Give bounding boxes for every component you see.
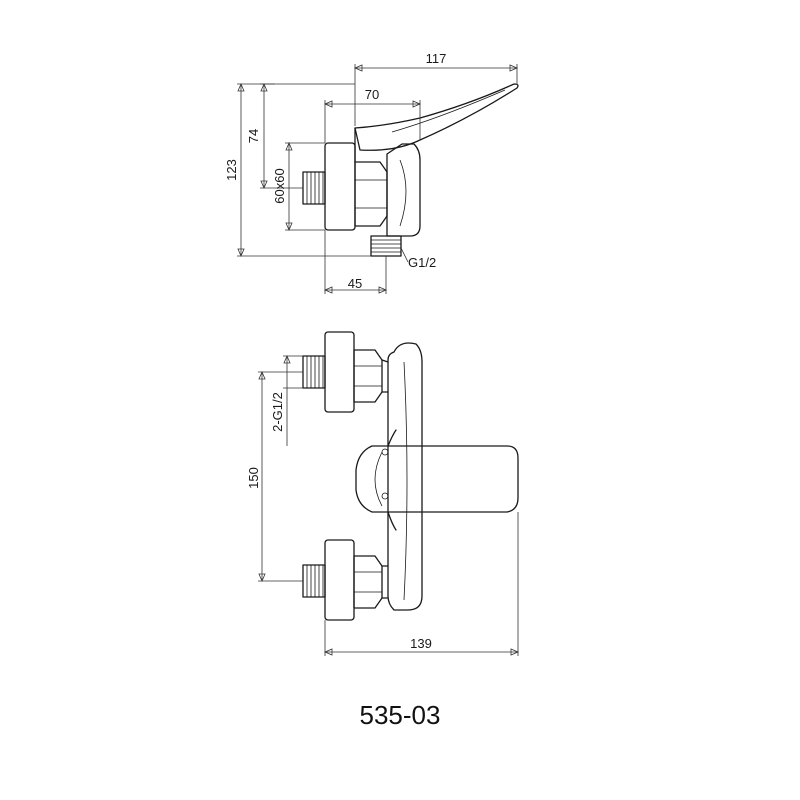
- svg-text:60x60: 60x60: [272, 168, 287, 203]
- outlet-pipe: [370, 235, 402, 257]
- inlet-pipe: [302, 171, 326, 205]
- dim-front-width: 139: [323, 512, 520, 656]
- svg-text:70: 70: [365, 87, 379, 102]
- dim-outlet-thread: G1/2: [400, 247, 436, 270]
- bottom-hex-nut: [353, 555, 383, 609]
- side-view: 117 70 123 74 60x60 G1/2: [224, 51, 519, 294]
- svg-text:150: 150: [246, 467, 261, 489]
- bottom-inlet-pipe: [302, 564, 326, 598]
- lever-handle-front: [355, 445, 519, 513]
- svg-text:45: 45: [348, 276, 362, 291]
- dim-total-width: 117: [353, 51, 519, 126]
- valve-body: [386, 143, 421, 237]
- top-hex-nut: [353, 349, 383, 403]
- bottom-flange: [324, 539, 355, 621]
- top-inlet-pipe: [302, 355, 326, 389]
- dim-body-width: 70: [323, 87, 422, 143]
- svg-text:G1/2: G1/2: [408, 255, 436, 270]
- dim-inlet-thread: 2-G1/2: [270, 354, 303, 446]
- dim-inlet-spacing: 150: [246, 370, 303, 583]
- svg-text:74: 74: [246, 129, 261, 143]
- top-flange: [324, 331, 355, 413]
- svg-text:117: 117: [426, 51, 447, 66]
- mixer-body: [387, 342, 423, 611]
- wall-flange: [324, 142, 356, 231]
- model-number: 535-03: [359, 700, 441, 730]
- hex-nut: [354, 161, 388, 227]
- svg-text:2-G1/2: 2-G1/2: [270, 392, 285, 432]
- svg-text:123: 123: [224, 159, 239, 181]
- front-view: 2-G1/2 150 139: [246, 331, 520, 656]
- dim-depth: 45: [323, 230, 388, 294]
- lever-handle: [354, 83, 519, 151]
- svg-text:139: 139: [410, 636, 432, 651]
- dim-flange: 60x60: [272, 141, 325, 232]
- dim-total-height: 123: [224, 82, 371, 258]
- dim-outlet-height: 74: [246, 82, 303, 190]
